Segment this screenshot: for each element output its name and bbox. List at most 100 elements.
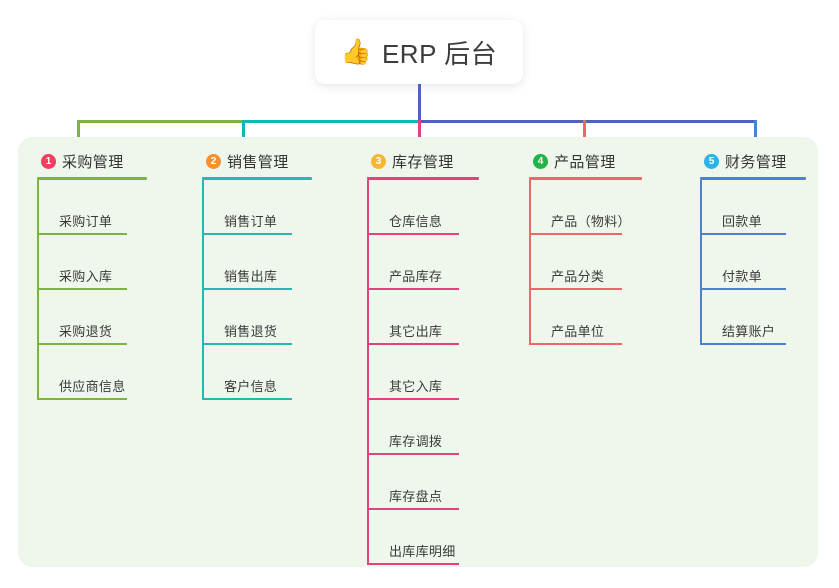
category-title: 采购管理 <box>62 153 124 171</box>
connector-drop-2 <box>242 120 245 149</box>
menu-item[interactable]: 结算账户 <box>700 290 806 345</box>
category-header-rule <box>367 177 479 180</box>
menu-item-rule <box>369 343 459 345</box>
menu-item[interactable]: 采购订单 <box>37 180 147 235</box>
menu-item-rule <box>369 508 459 510</box>
menu-item[interactable]: 销售订单 <box>202 180 312 235</box>
menu-item-rule <box>369 233 459 235</box>
connector-drop-1 <box>77 120 80 149</box>
connector-bus-mid <box>242 120 420 123</box>
category-item-list: 仓库信息产品库存其它出库其它入库库存调拨库存盘点出库库明细 <box>367 180 479 565</box>
menu-item[interactable]: 其它入库 <box>367 345 479 400</box>
category-header-5[interactable]: 5 财务管理 <box>700 147 806 175</box>
category-header-rule <box>202 177 312 180</box>
menu-item-label: 客户信息 <box>224 379 278 394</box>
page-title: ERP 后台 <box>381 38 498 69</box>
menu-item[interactable]: 其它出库 <box>367 290 479 345</box>
menu-item-label: 产品单位 <box>551 324 605 339</box>
menu-item[interactable]: 销售出库 <box>202 235 312 290</box>
menu-item-label: 采购入库 <box>59 269 113 284</box>
category-spine-line <box>700 180 702 345</box>
menu-item-rule <box>204 398 292 400</box>
category-header-2[interactable]: 2 销售管理 <box>202 147 312 175</box>
diagram-title-card: 👍 ERP 后台 <box>315 20 523 84</box>
menu-item[interactable]: 产品单位 <box>529 290 642 345</box>
menu-item-label: 供应商信息 <box>59 379 126 394</box>
category-title: 产品管理 <box>554 153 616 171</box>
menu-item[interactable]: 出库库明细 <box>367 510 479 565</box>
menu-item-label: 付款单 <box>722 269 762 284</box>
menu-item[interactable]: 库存调拨 <box>367 400 479 455</box>
connector-drop-3 <box>418 120 421 149</box>
menu-item-rule <box>369 398 459 400</box>
menu-item-rule <box>204 343 292 345</box>
menu-item-rule <box>204 233 292 235</box>
category-spine-line <box>202 180 204 400</box>
menu-item-label: 出库库明细 <box>389 544 456 559</box>
menu-item-rule <box>702 233 786 235</box>
menu-item-label: 库存盘点 <box>389 489 443 504</box>
category-number-badge: 5 <box>704 153 719 169</box>
category-column-5: 5 财务管理回款单付款单结算账户 <box>700 147 806 345</box>
menu-item[interactable]: 产品分类 <box>529 235 642 290</box>
menu-item-label: 产品库存 <box>389 269 443 284</box>
menu-item[interactable]: 付款单 <box>700 235 806 290</box>
menu-item-label: 采购订单 <box>59 214 113 229</box>
menu-item-rule <box>369 563 459 565</box>
category-spine-line <box>529 180 531 345</box>
menu-item-label: 销售订单 <box>224 214 278 229</box>
menu-item[interactable]: 采购入库 <box>37 235 147 290</box>
menu-item[interactable]: 库存盘点 <box>367 455 479 510</box>
category-header-rule <box>700 177 806 180</box>
category-number-badge: 2 <box>206 153 221 169</box>
menu-item-rule <box>39 288 127 290</box>
menu-item-label: 采购退货 <box>59 324 113 339</box>
category-spine-line <box>37 180 39 400</box>
category-item-list: 回款单付款单结算账户 <box>700 180 806 345</box>
menu-item-label: 其它出库 <box>389 324 443 339</box>
menu-item[interactable]: 产品（物料） <box>529 180 642 235</box>
category-header-4[interactable]: 4 产品管理 <box>529 147 642 175</box>
connector-bus-right <box>418 120 757 123</box>
menu-item-label: 结算账户 <box>722 324 776 339</box>
menu-item-label: 仓库信息 <box>389 214 443 229</box>
menu-item-label: 产品分类 <box>551 269 605 284</box>
menu-item[interactable]: 供应商信息 <box>37 345 147 400</box>
category-item-list: 销售订单销售出库销售退货客户信息 <box>202 180 312 400</box>
menu-item[interactable]: 产品库存 <box>367 235 479 290</box>
thumbs-up-icon: 👍 <box>340 37 372 66</box>
menu-item[interactable]: 采购退货 <box>37 290 147 345</box>
menu-item-rule <box>531 288 622 290</box>
menu-item-rule <box>369 453 459 455</box>
category-column-1: 1 采购管理采购订单采购入库采购退货供应商信息 <box>37 147 147 400</box>
connector-stem <box>418 84 421 123</box>
menu-item-label: 回款单 <box>722 214 762 229</box>
connector-bus-left <box>77 120 244 123</box>
category-item-list: 采购订单采购入库采购退货供应商信息 <box>37 180 147 400</box>
category-header-rule <box>529 177 642 180</box>
category-number-badge: 1 <box>41 153 56 169</box>
menu-item[interactable]: 客户信息 <box>202 345 312 400</box>
menu-item[interactable]: 销售退货 <box>202 290 312 345</box>
category-column-2: 2 销售管理销售订单销售出库销售退货客户信息 <box>202 147 312 400</box>
category-title: 财务管理 <box>725 153 787 171</box>
category-item-list: 产品（物料） 产品分类产品单位 <box>529 180 642 345</box>
menu-item-label: 其它入库 <box>389 379 443 394</box>
menu-item-rule <box>531 343 622 345</box>
category-header-rule <box>37 177 147 180</box>
category-spine-line <box>367 180 369 565</box>
menu-item-label: 销售退货 <box>224 324 278 339</box>
category-number-badge: 3 <box>371 153 386 169</box>
menu-item-rule <box>369 288 459 290</box>
menu-item-label: 销售出库 <box>224 269 278 284</box>
category-header-1[interactable]: 1 采购管理 <box>37 147 147 175</box>
category-number-badge: 4 <box>533 153 548 169</box>
connector-drop-4 <box>583 120 586 149</box>
connector-drop-5 <box>754 120 757 149</box>
menu-item[interactable]: 回款单 <box>700 180 806 235</box>
category-title: 销售管理 <box>227 153 289 171</box>
menu-item-rule <box>39 343 127 345</box>
menu-item[interactable]: 仓库信息 <box>367 180 479 235</box>
